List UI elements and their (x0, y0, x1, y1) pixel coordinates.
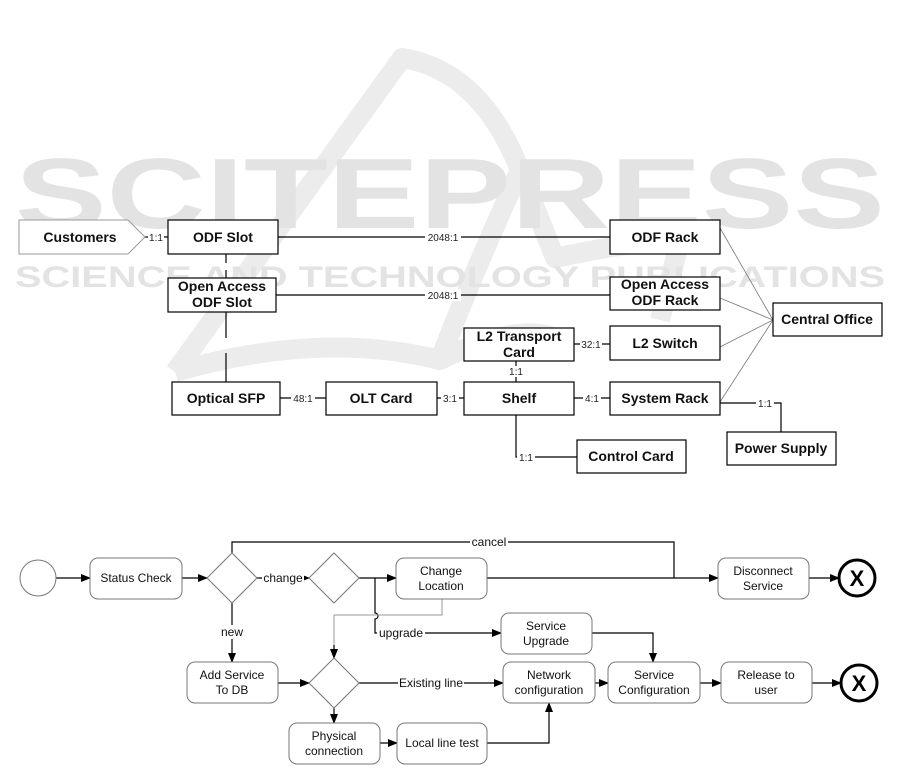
node-l2-switch[interactable]: L2 Switch (609, 325, 721, 361)
end-event-complete-icon[interactable]: X (839, 663, 879, 703)
node-odf-rack-label: ODF Rack (632, 229, 699, 245)
ratio-shelf-rack: 4:1 (585, 394, 599, 405)
task-status-check-label: Status Check (100, 571, 172, 585)
ratio-sfp-olt: 48:1 (293, 394, 313, 405)
flow-local-network (487, 702, 553, 744)
edge-label-new: new (221, 625, 243, 639)
watermark: SCITEPRESS SCIENCE AND TECHNOLOGY PUBLIC… (15, 48, 885, 382)
node-odf-slot[interactable]: ODF Slot (167, 219, 279, 255)
node-power-supply[interactable]: Power Supply (726, 431, 837, 466)
ratio-l2t-switch: 32:1 (581, 340, 601, 351)
edge-odf-rack-co (719, 227, 774, 321)
task-change-location-label-1: Change (420, 564, 462, 578)
task-disconnect-service[interactable]: Disconnect Service (717, 557, 810, 600)
node-oa-odf-slot-label-1: Open Access (178, 278, 266, 294)
node-shelf[interactable]: Shelf (463, 381, 575, 416)
node-control-card[interactable]: Control Card (576, 439, 687, 474)
task-service-configuration[interactable]: Service Configuration (607, 661, 701, 704)
task-release-label-1: Release to (737, 668, 795, 682)
task-local-line-test-label: Local line test (405, 736, 479, 750)
end-event-x-glyph: X (852, 671, 867, 696)
topology-diagram: 1:1 2048:1 2048:1 32:1 1:1 48:1 3:1 4:1 … (18, 219, 883, 474)
node-oa-odf-rack-label-1: Open Access (621, 276, 709, 292)
flow-change-location-gw3 (333, 599, 443, 650)
task-local-line-test[interactable]: Local line test (396, 722, 488, 765)
task-physical-label-1: Physical (312, 729, 357, 743)
task-add-service-label-1: Add Service (200, 668, 265, 682)
node-l2-transport-label-2: Card (503, 344, 535, 360)
start-event-icon[interactable] (19, 559, 57, 597)
ratio-odf-slot-rack: 2048:1 (428, 233, 459, 244)
ratio-shelf-control: 1:1 (519, 453, 533, 464)
node-olt-card-label: OLT Card (350, 390, 413, 406)
watermark-subtitle: SCIENCE AND TECHNOLOGY PUBLICATIONS (15, 261, 885, 294)
node-optical-sfp[interactable]: Optical SFP (171, 381, 281, 416)
node-oa-odf-rack-label-2: ODF Rack (632, 292, 699, 308)
task-network-configuration[interactable]: Network configuration (502, 661, 596, 704)
flow-gw1-cancel (231, 541, 675, 578)
ratio-l2t-shelf: 1:1 (509, 367, 523, 378)
task-disconnect-label-2: Service (743, 579, 783, 593)
node-customers-label: Customers (43, 229, 116, 245)
task-service-config-label-2: Configuration (618, 683, 689, 697)
node-oa-odf-rack[interactable]: Open Access ODF Rack (609, 276, 721, 311)
process-flow: cancel change new upgrade Existing line … (19, 535, 879, 765)
task-change-location[interactable]: Change Location (395, 557, 488, 600)
edge-label-upgrade: upgrade (379, 626, 423, 640)
node-odf-slot-label: ODF Slot (193, 229, 253, 245)
node-oa-odf-slot[interactable]: Open Access ODF Slot (167, 277, 277, 313)
node-l2-transport-label-1: L2 Transport (477, 328, 562, 344)
node-l2-transport-card[interactable]: L2 Transport Card (463, 327, 575, 362)
node-l2-switch-label: L2 Switch (632, 335, 697, 351)
node-olt-card[interactable]: OLT Card (325, 381, 438, 416)
task-disconnect-label-1: Disconnect (733, 564, 793, 578)
node-control-card-label: Control Card (588, 448, 674, 464)
task-add-service[interactable]: Add Service To DB (186, 661, 279, 704)
node-central-office[interactable]: Central Office (772, 302, 883, 337)
node-system-rack-label: System Rack (621, 390, 708, 406)
ratio-customers-odf: 1:1 (149, 233, 163, 244)
task-network-config-label-1: Network (527, 668, 572, 682)
gateway-status-decision[interactable] (206, 552, 258, 604)
task-service-upgrade-label-1: Service (526, 619, 566, 633)
node-central-office-label: Central Office (781, 311, 873, 327)
task-release-label-2: user (754, 683, 777, 697)
edge-label-existing-line: Existing line (399, 676, 463, 690)
edge-label-change: change (263, 571, 303, 585)
task-physical-label-2: connection (305, 744, 363, 758)
node-oa-odf-slot-label-2: ODF Slot (192, 294, 252, 310)
edge-label-cancel: cancel (472, 535, 507, 549)
task-network-config-label-2: configuration (515, 683, 584, 697)
flow-gw2-upgrade (374, 578, 502, 637)
node-shelf-label: Shelf (502, 390, 537, 406)
task-physical-connection[interactable]: Physical connection (288, 722, 381, 765)
gateway-change-decision[interactable] (308, 552, 360, 604)
task-add-service-label-2: To DB (216, 683, 249, 697)
task-service-upgrade[interactable]: Service Upgrade (500, 612, 593, 655)
ratio-labels: 1:1 2048:1 2048:1 32:1 1:1 48:1 3:1 4:1 … (148, 231, 774, 464)
ratio-olt-shelf: 3:1 (443, 394, 457, 405)
node-odf-rack[interactable]: ODF Rack (609, 219, 721, 255)
flow-upgrade-service-config (592, 632, 657, 663)
edge-shelf-control (515, 415, 577, 458)
edge-switch-co (719, 319, 774, 348)
edge-oa-rack-co (719, 297, 774, 321)
task-release-to-user[interactable]: Release to user (720, 661, 813, 704)
task-change-location-label-2: Location (418, 579, 463, 593)
node-customers[interactable]: Customers (18, 219, 146, 255)
gateway-line-decision[interactable] (308, 657, 360, 709)
task-service-upgrade-label-2: Upgrade (523, 634, 569, 648)
node-power-supply-label: Power Supply (735, 440, 828, 456)
task-status-check[interactable]: Status Check (89, 557, 183, 600)
node-optical-sfp-label: Optical SFP (187, 390, 266, 406)
ratio-oa-slot-rack: 2048:1 (428, 291, 459, 302)
end-event-x-glyph: X (850, 566, 865, 591)
task-service-config-label-1: Service (634, 668, 674, 682)
node-system-rack[interactable]: System Rack (609, 381, 721, 416)
ratio-rack-power: 1:1 (758, 399, 772, 410)
edge-rack-power (720, 402, 782, 432)
edge-sysrack-co (719, 319, 774, 403)
end-event-cancel-icon[interactable]: X (837, 558, 877, 598)
